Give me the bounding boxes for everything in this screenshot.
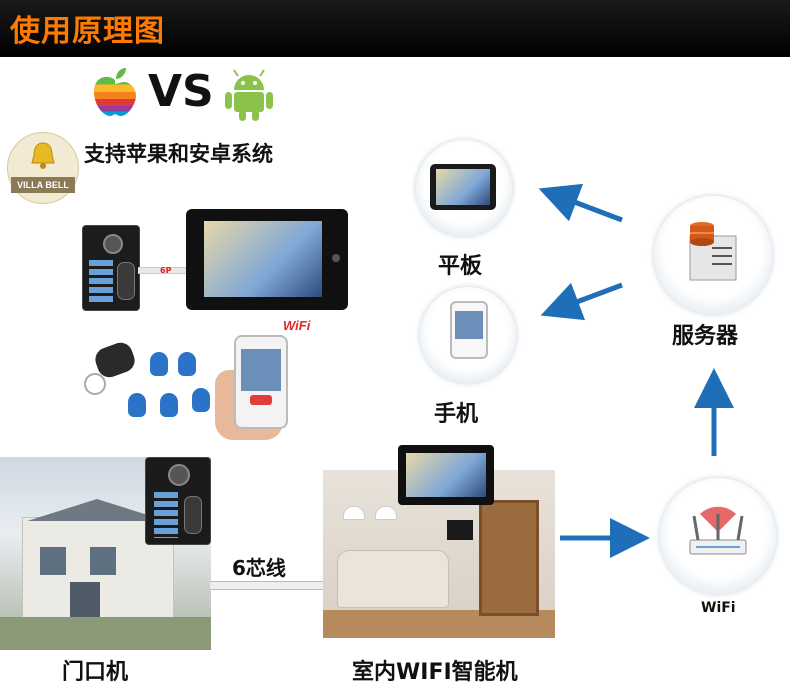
door-unit-small xyxy=(82,225,140,311)
key-fob xyxy=(150,352,168,376)
brand-name: VILLA BELL xyxy=(11,177,75,193)
server-node xyxy=(654,196,772,314)
indoor-monitor-small xyxy=(398,445,494,505)
arrow-server-to-tablet xyxy=(538,183,623,223)
phone-label: 手机 xyxy=(434,402,479,427)
router-node xyxy=(660,478,776,594)
header-bar xyxy=(0,0,790,57)
cable-label: 6芯线 xyxy=(232,556,286,580)
key-ring xyxy=(84,373,106,395)
server-label: 服务器 xyxy=(672,324,739,349)
android-icon xyxy=(225,69,273,121)
arrow-server-to-phone xyxy=(540,282,623,321)
door-unit-label: 门口机 xyxy=(62,660,129,685)
indoor-monitor-label: 室内WIFI智能机 xyxy=(352,660,518,685)
six-core-cable xyxy=(210,581,325,590)
tablet-label: 平板 xyxy=(438,254,483,279)
monitor-screen xyxy=(204,221,322,297)
room-photo xyxy=(323,470,555,638)
bell-icon xyxy=(31,142,55,169)
door-unit-large xyxy=(145,457,211,545)
compat-text: 支持苹果和安卓系统 xyxy=(84,142,273,166)
router-label: WiFi xyxy=(701,600,736,616)
tablet-icon xyxy=(430,164,496,210)
page-title: 使用原理图 xyxy=(10,14,165,49)
key-fob xyxy=(192,388,210,412)
server-icon xyxy=(689,222,737,281)
smartphone-small xyxy=(234,335,288,429)
key-fob xyxy=(160,393,178,417)
phone-node xyxy=(420,287,516,383)
router-icon xyxy=(689,506,747,555)
indoor-monitor-large xyxy=(186,209,348,310)
phone-icon xyxy=(450,301,488,359)
key-fob xyxy=(178,352,196,376)
villa-bell-logo: VILLA BELL xyxy=(7,132,79,204)
cable-small xyxy=(138,267,188,274)
vs-text: VS xyxy=(148,66,214,117)
key-fob xyxy=(128,393,146,417)
apple-icon xyxy=(94,68,136,116)
wifi-small-label: WiFi xyxy=(283,318,311,333)
tablet-node xyxy=(416,140,512,236)
cable-small-label: 6P xyxy=(160,266,172,275)
